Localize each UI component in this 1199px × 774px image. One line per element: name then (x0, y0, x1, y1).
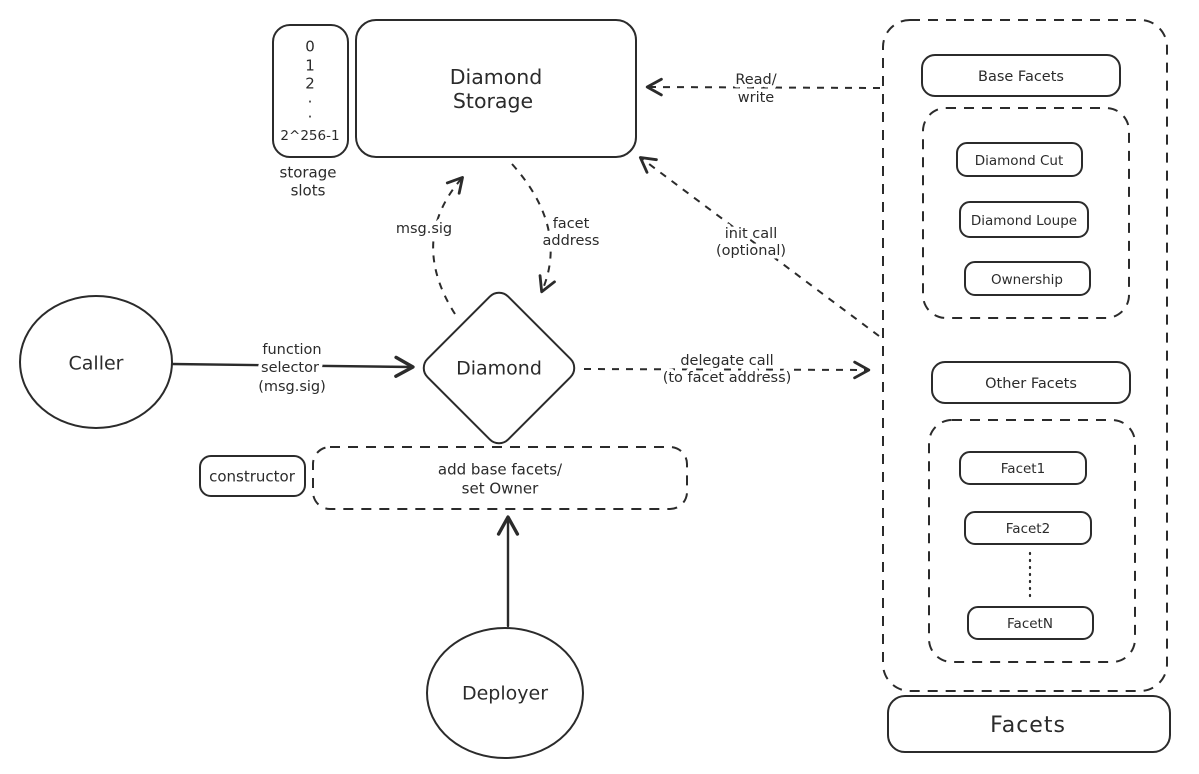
msg-sig-label: msg.sig (396, 221, 452, 237)
diamond-cut-box (956, 142, 1083, 177)
function-selector-label: (msg.sig) (258, 379, 326, 395)
deployer-node: Deployer (426, 627, 584, 759)
init-box-node: add base facets/ set Owner (312, 446, 688, 510)
storage-slot-row: 2^256-1 (280, 128, 339, 144)
ownership-label: Ownership (991, 272, 1063, 288)
diamond-node: Diamond (422, 291, 576, 445)
facets-panel: Base Facets Diamond Cut Diamond Loupe Ow… (882, 19, 1171, 753)
storage-slots-node: 0 1 2 . . 2^256-1 storage slots (272, 24, 349, 200)
facet-address-label: facet (553, 216, 590, 232)
facets-container (882, 19, 1168, 692)
facets-title-label: Facets (990, 713, 1066, 738)
edges (170, 77, 881, 628)
other-facets-box (931, 361, 1131, 404)
storage-slot-row: 0 (305, 38, 315, 56)
diamond-storage-box (355, 19, 637, 158)
diamond-loupe-label: Diamond Loupe (971, 213, 1077, 229)
init-box-label: set Owner (462, 480, 540, 498)
storage-slots-caption: storage (280, 164, 337, 182)
diamond-loupe-box (959, 201, 1089, 238)
diamond-storage-label: Diamond (450, 65, 543, 89)
facets-title-box (887, 695, 1171, 753)
ownership-box (964, 261, 1091, 296)
diamond-shape (422, 291, 576, 445)
caller-node: Caller (19, 295, 173, 429)
facet-address-label: address (543, 233, 600, 249)
delegate-call-label: delegate call (680, 353, 773, 369)
base-facets-label: Base Facets (978, 69, 1064, 85)
facet2-label: Facet2 (1006, 521, 1050, 537)
edge-function-selector (170, 355, 415, 378)
init-call-label: init call (725, 226, 777, 242)
caller-label: Caller (69, 353, 124, 375)
constructor-label: constructor (209, 468, 296, 486)
storage-slot-row: 1 (305, 57, 315, 75)
constructor-node: constructor (199, 455, 306, 497)
edge-labels: function selector (msg.sig) msg.sig face… (255, 69, 795, 399)
init-call-label: (optional) (716, 243, 786, 259)
storage-slot-row: 2 (305, 75, 315, 93)
diamond-label: Diamond (456, 358, 542, 380)
other-facets-group (928, 419, 1136, 663)
read-write-label: Read/ (735, 72, 776, 88)
caller-ellipse (19, 295, 173, 429)
facet1-label: Facet1 (1001, 461, 1045, 477)
base-facets-box (921, 54, 1121, 97)
read-write-label: write (738, 90, 775, 106)
delegate-call-label: (to facet address) (663, 370, 792, 386)
init-box-label: add base facets/ (438, 461, 563, 479)
storage-slot-row: . (308, 104, 313, 122)
base-facets-group (922, 107, 1130, 319)
storage-slots-caption: slots (291, 182, 326, 200)
edge-facet-address (511, 163, 556, 294)
function-selector-label: selector (261, 360, 319, 376)
init-box (312, 446, 688, 510)
facet1-box (959, 451, 1087, 485)
diamond-storage-label: Storage (453, 89, 533, 113)
other-facets-label: Other Facets (985, 376, 1077, 392)
facetn-box (967, 606, 1094, 640)
function-selector-label: function (262, 342, 321, 358)
storage-slot-row: . (308, 89, 313, 107)
diamond-storage-node: Diamond Storage (355, 19, 637, 158)
deployer-ellipse (426, 627, 584, 759)
edge-delegate-call (583, 360, 871, 380)
storage-slots-box (272, 24, 349, 158)
edge-msg-sig (432, 175, 464, 315)
diamond-cut-label: Diamond Cut (975, 153, 1064, 169)
constructor-box (199, 455, 306, 497)
facetn-label: FacetN (1007, 616, 1053, 632)
facet2-box (964, 511, 1092, 545)
edge-read-write (645, 77, 881, 97)
deployer-label: Deployer (462, 683, 548, 705)
